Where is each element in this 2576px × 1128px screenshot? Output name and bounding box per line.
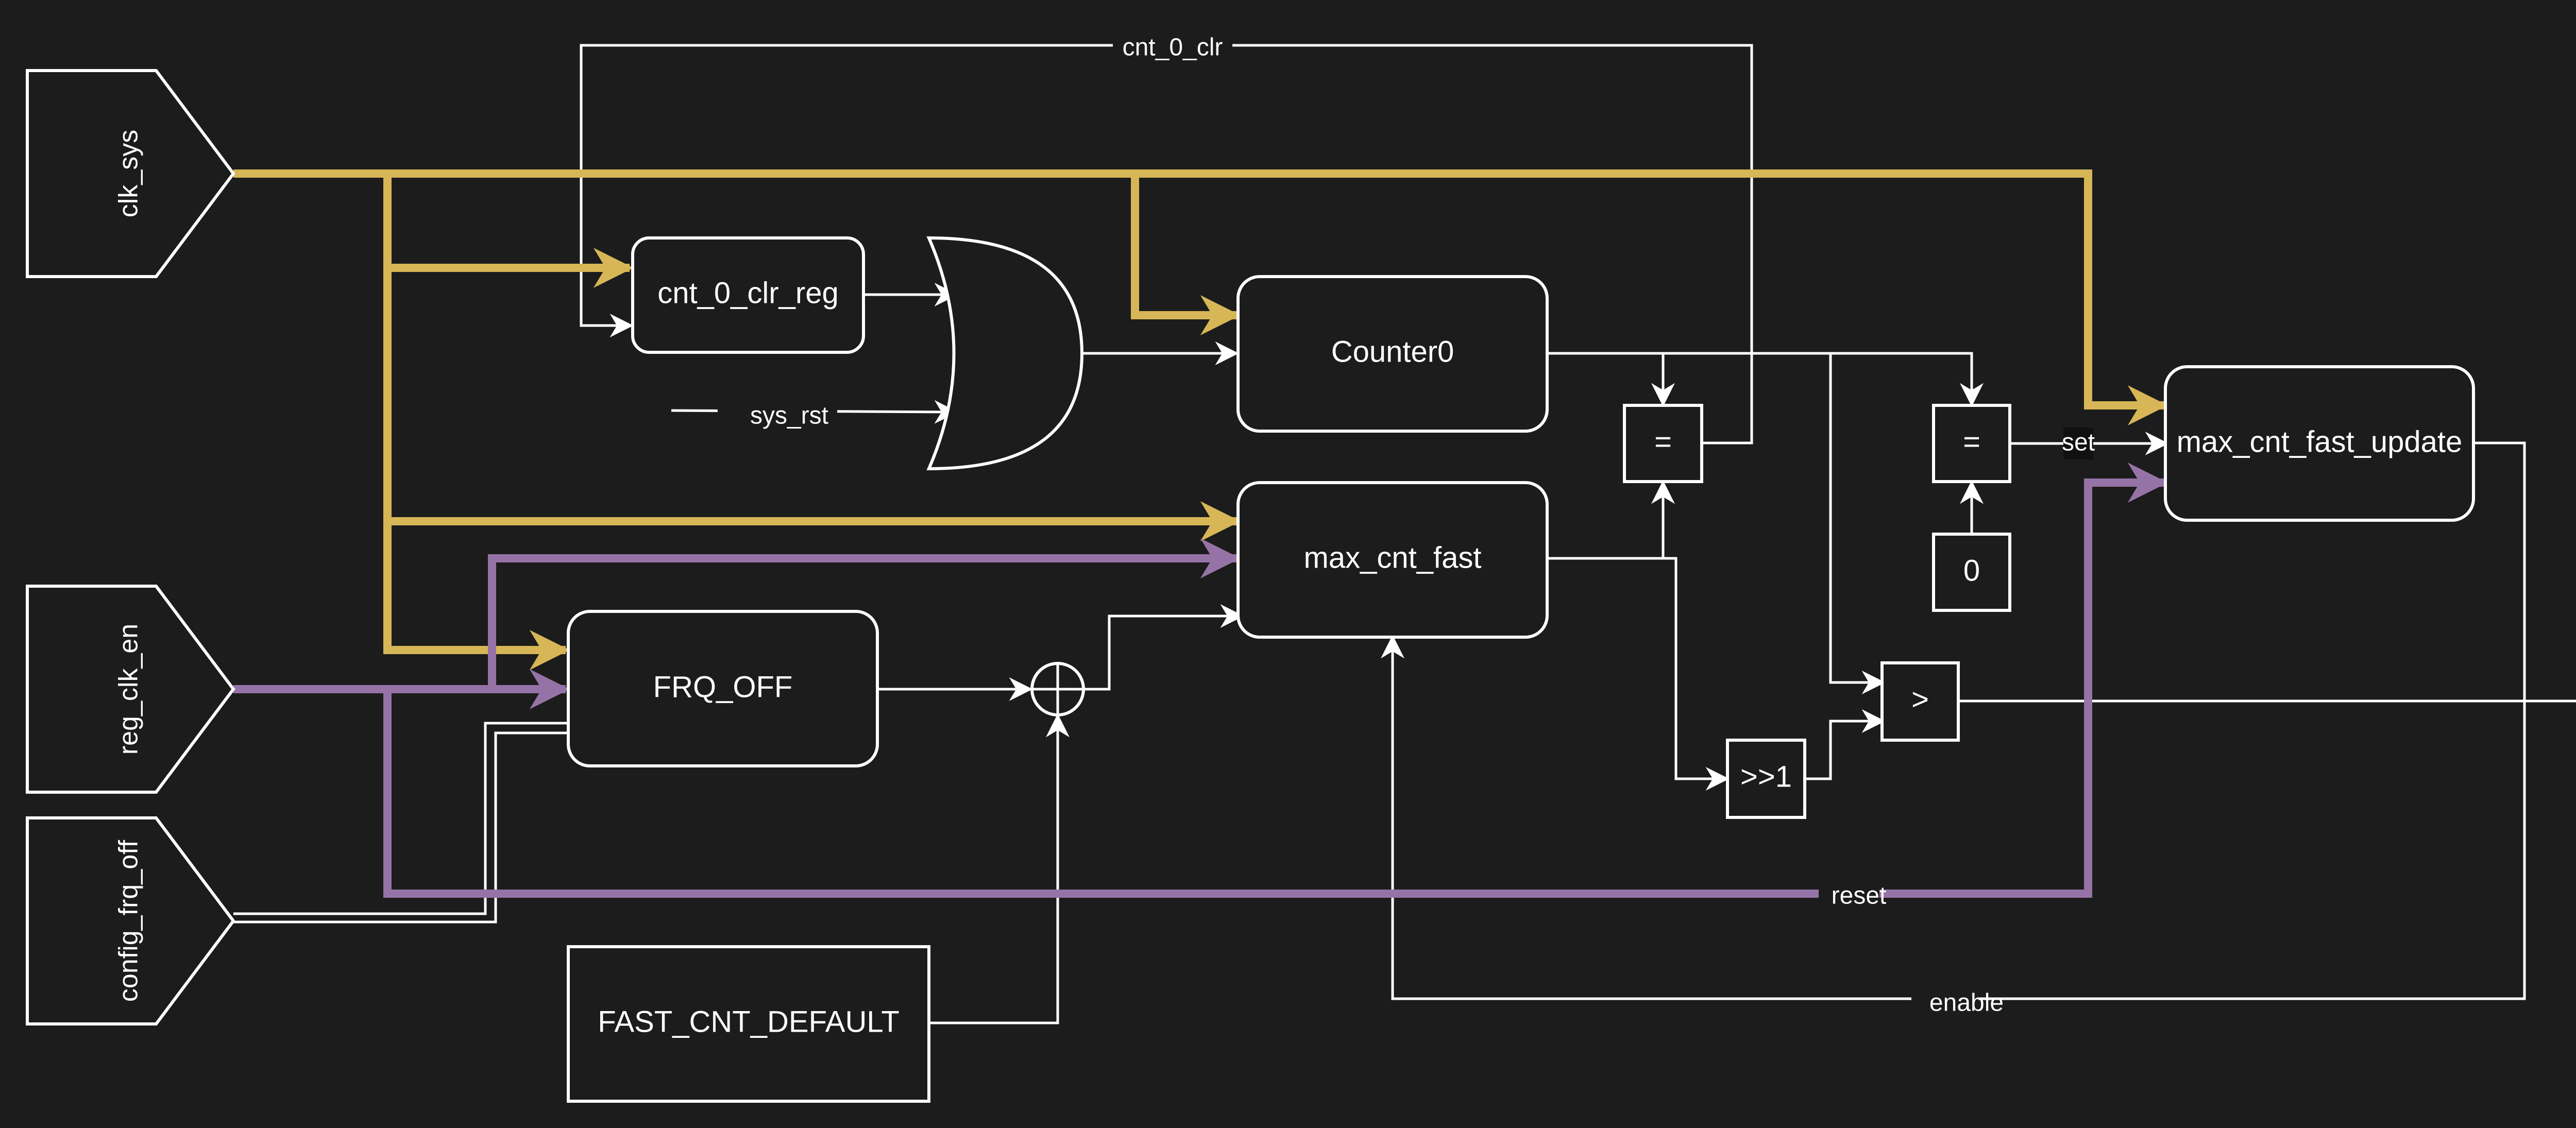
edge-label-cnt-0-clr-text: cnt_0_clr (1123, 34, 1223, 61)
wires (233, 44, 2576, 1024)
wire-counter0-to-gt (1829, 353, 1886, 694)
block-shr1-label: >>1 (1740, 760, 1792, 793)
adder[interactable] (1030, 662, 1085, 716)
edge-label-set-text: set (2062, 429, 2095, 456)
reset-net (233, 463, 2168, 898)
wire-counter0-out (1547, 352, 1984, 407)
clk-to-update (233, 169, 2168, 425)
block-const0[interactable]: 0 (1932, 533, 2011, 612)
block-fast-cnt-default-label: FAST_CNT_DEFAULT (598, 1005, 900, 1038)
rst-to-maxcnt (488, 538, 1241, 689)
edge-label-reset: reset (1819, 882, 1886, 910)
block-cnt-0-clr-reg[interactable]: cnt_0_clr_reg (631, 236, 865, 354)
block-shr1[interactable]: >>1 (1726, 739, 1806, 819)
block-max-cnt-fast-update[interactable]: max_cnt_fast_update (2164, 365, 2475, 522)
block-eq1[interactable]: = (1623, 404, 1703, 483)
edge-label-enable: enable (1911, 988, 2004, 1017)
port-reg-clk-en[interactable]: reg_clk_en (26, 585, 235, 794)
edge-label-set: set (2062, 428, 2095, 459)
block-eq1-label: = (1654, 425, 1672, 458)
block-cnt-0-clr-reg-label: cnt_0_clr_reg (657, 276, 838, 310)
block-frq-off-label: FRQ_OFF (653, 670, 793, 704)
block-eq2[interactable]: = (1932, 404, 2011, 483)
edge-label-enable-text: enable (1929, 989, 2004, 1017)
port-clk-sys[interactable]: clk_sys (26, 69, 235, 278)
wire-config-frq-off-a (233, 722, 569, 915)
wire-adder-to-maxcnt (1084, 604, 1244, 691)
block-max-cnt-fast-update-label: max_cnt_fast_update (2177, 425, 2463, 458)
wire-shr-to-gt (1806, 709, 1886, 780)
block-gt-label: > (1911, 682, 1929, 716)
block-fast-cnt-default[interactable]: FAST_CNT_DEFAULT (567, 945, 930, 1103)
block-eq2-label: = (1963, 425, 1980, 458)
block-const0-label: 0 (1963, 554, 1980, 587)
port-config-frq-off[interactable]: config_frq_off (26, 816, 235, 1026)
port-clk-sys-label: clk_sys (114, 130, 144, 217)
block-max-cnt-fast[interactable]: max_cnt_fast (1236, 481, 1549, 639)
block-max-cnt-fast-label: max_cnt_fast (1304, 541, 1482, 574)
edge-label-reset-text: reset (1832, 882, 1887, 910)
port-reg-clk-en-label: reg_clk_en (114, 624, 144, 755)
block-gt[interactable]: > (1880, 661, 1960, 742)
wire-maxcnt-to-shr (1663, 557, 1730, 791)
block-counter0-label: Counter0 (1331, 335, 1454, 368)
edge-label-cnt-0-clr: cnt_0_clr (1113, 33, 1232, 61)
wire-default-to-adder (929, 713, 1070, 1024)
or-gate[interactable] (926, 236, 1084, 471)
block-frq-off[interactable]: FRQ_OFF (567, 610, 879, 767)
wire-maxcnt-to-eq1 (1547, 480, 1675, 560)
edge-label-sys-rst: sys_rst (718, 399, 837, 430)
wire-enable (1381, 441, 2526, 1000)
port-config-frq-off-label: config_frq_off (114, 840, 144, 1002)
block-counter0[interactable]: Counter0 (1236, 275, 1549, 433)
clk-to-counter0 (1131, 174, 1241, 335)
clk-trunk (383, 174, 570, 670)
rst-to-update (383, 463, 2168, 898)
clock-net (233, 169, 2168, 670)
wire-config-frq-off-b (233, 731, 569, 924)
edge-label-sys-rst-text: sys_rst (750, 402, 828, 430)
